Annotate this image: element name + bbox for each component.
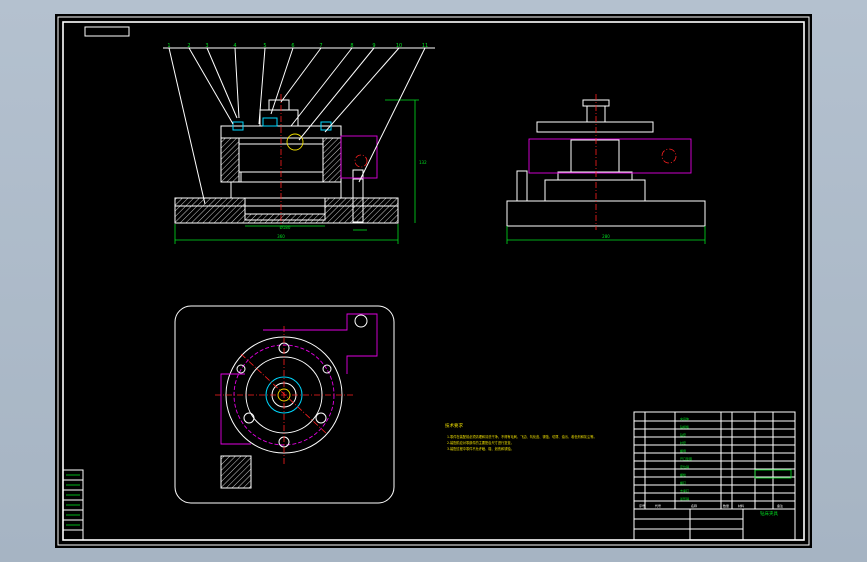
bom-item-10: 支承钉 <box>680 488 689 493</box>
svg-text:132: 132 <box>419 160 427 165</box>
bom-item-8: 螺栓 <box>680 472 686 477</box>
bom-item-3: 钻套 <box>680 432 686 437</box>
bom-item-5: 螺母 <box>680 448 686 453</box>
balloon-1: 1 <box>167 43 170 49</box>
notes-line-1: 1.零件在装配前必须清理和清洗干净，不得有毛刺、飞边、氧化皮、锈蚀、切屑、油污、… <box>447 434 597 439</box>
balloon-8: 8 <box>350 43 353 49</box>
bom-item-9: 螺钉 <box>680 480 686 485</box>
balloon-9: 9 <box>372 43 375 49</box>
svg-text:Ø180: Ø180 <box>280 225 291 230</box>
front-section-view: 360 Ø180 132 <box>174 94 427 244</box>
bom-item-11: 菱形销 <box>680 496 689 501</box>
header-name: 名称 <box>691 503 697 508</box>
bom-item-7: 定位销 <box>680 464 689 469</box>
balloon-4: 4 <box>233 43 236 49</box>
balloon-7: 7 <box>319 43 322 49</box>
notes-line-3: 3.装配过程中零件不允许磕、碰、划伤和锈蚀。 <box>447 446 514 451</box>
svg-text:360: 360 <box>277 234 285 239</box>
balloon-10: 10 <box>396 43 402 49</box>
header-index: 序号 <box>639 503 645 508</box>
header-material: 材料 <box>738 503 744 508</box>
drawing-title: 钻床夹具 <box>760 510 778 517</box>
drawing-sheet: 360 Ø180 132 1 2 3 4 5 6 7 8 9 10 11 <box>55 14 812 548</box>
outer-border <box>57 16 810 546</box>
inner-border <box>62 21 805 541</box>
balloon-5: 5 <box>263 43 266 49</box>
header-qty: 数量 <box>723 503 729 508</box>
balloon-labels: 1 2 3 4 5 6 7 8 9 10 11 <box>167 43 428 49</box>
revision-table <box>62 469 84 541</box>
bom-item-4: 衬套 <box>680 440 686 445</box>
title-block: 钻床夹具 夹具体 钻模板 钻套 衬套 螺母 开口垫圈 定位销 螺栓 螺钉 支承钉… <box>633 411 796 541</box>
side-view: 280 <box>506 94 706 244</box>
notes-line-2: 2.装配前应对零部件的主要配合尺寸进行复查。 <box>447 440 514 445</box>
balloon-11: 11 <box>422 43 428 49</box>
balloon-3: 3 <box>205 43 208 49</box>
drawing-number-box <box>84 26 130 37</box>
plan-view <box>174 305 395 504</box>
technical-notes: 技术要求 1.零件在装配前必须清理和清洗干净，不得有毛刺、飞边、氧化皮、锈蚀、切… <box>445 422 597 451</box>
header-code: 代号 <box>655 503 661 508</box>
bom-item-2: 钻模板 <box>680 424 689 429</box>
cad-drawing: 360 Ø180 132 1 2 3 4 5 6 7 8 9 10 11 <box>57 16 810 546</box>
balloon-2: 2 <box>187 43 190 49</box>
balloon-6: 6 <box>291 43 294 49</box>
notes-heading: 技术要求 <box>445 422 463 429</box>
bom-item-1: 夹具体 <box>680 416 689 421</box>
bom-item-6: 开口垫圈 <box>680 456 692 461</box>
svg-text:280: 280 <box>602 234 610 239</box>
balloon-leaders <box>163 47 435 205</box>
header-remark: 备注 <box>777 503 783 508</box>
